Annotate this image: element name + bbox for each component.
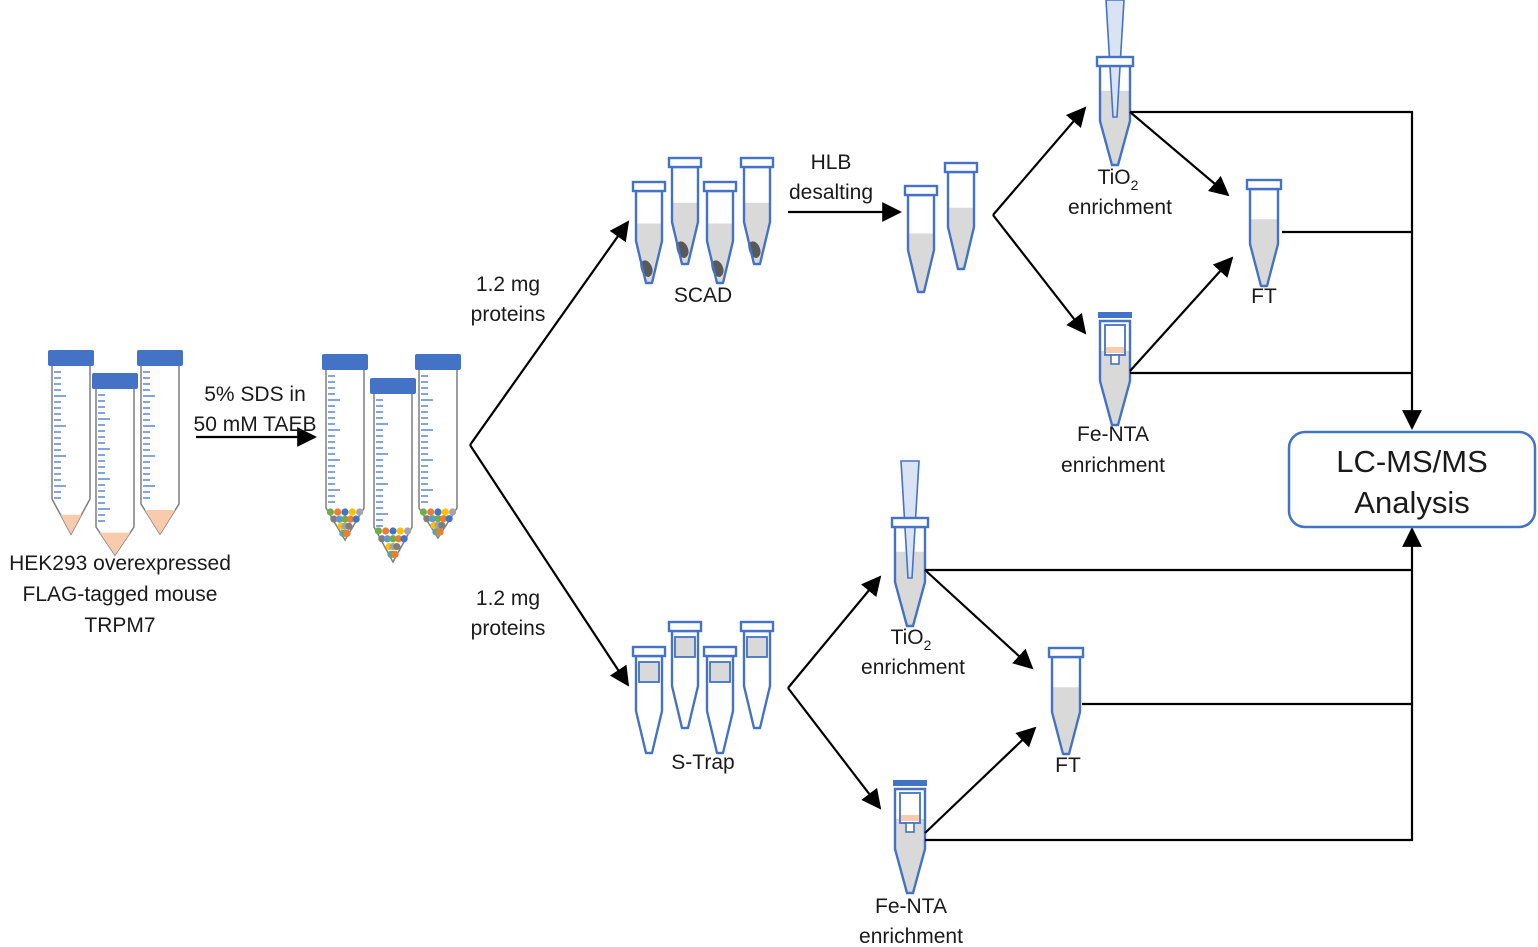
tio2-prefix: TiO: [891, 626, 924, 649]
spin-column-icon: [702, 645, 738, 755]
eppendorf-tube-icon: [631, 180, 667, 285]
strap-tubes: [631, 620, 775, 755]
tio2-tube-bottom: [890, 460, 930, 628]
ft-bottom-label: FT: [1055, 754, 1081, 777]
fenta-bottom-enrichment: enrichment: [859, 925, 963, 947]
eppendorf-tube-icon: [903, 184, 939, 294]
bottom-amount-line2: proteins: [471, 617, 546, 640]
falcon-tubes-lysate: [322, 354, 461, 564]
strap-label: S-Trap: [671, 751, 734, 774]
tio2-top-label: TiO2: [1098, 166, 1139, 193]
arrow-icon: [469, 220, 630, 446]
flow-arrows: [196, 106, 1422, 842]
analysis-title: LC-MS/MS: [1336, 444, 1488, 479]
fenta-top-label: Fe-NTA: [1077, 423, 1149, 446]
desalting-label-line2: desalting: [789, 181, 873, 204]
fenta-bottom-label: Fe-NTA: [875, 895, 947, 918]
source-label-line2: FLAG-tagged mouse: [23, 583, 218, 606]
eppendorf-tube-icon: [702, 180, 738, 285]
tio2-bottom-enrichment: enrichment: [861, 656, 965, 679]
eppendorf-tube-icon: [667, 156, 703, 266]
desalted-tubes: [903, 161, 979, 294]
bottom-amount-line1: 1.2 mg: [476, 587, 540, 610]
falcon-tube-icon: [322, 354, 368, 542]
arrow-icon: [925, 527, 1422, 842]
eppendorf-tube-icon: [943, 161, 979, 271]
tio2-top-enrichment: enrichment: [1068, 196, 1172, 219]
arrow-icon: [1129, 256, 1234, 372]
arrow-icon: [787, 575, 882, 689]
falcon-tube-icon: [92, 373, 138, 557]
arrow-icon: [1130, 110, 1422, 430]
tio2-prefix: TiO: [1098, 166, 1131, 189]
tio2-subscript: 2: [1131, 177, 1139, 193]
spin-column-icon: [667, 620, 703, 730]
arrow-icon: [787, 687, 882, 810]
falcon-tube-icon: [48, 350, 94, 536]
scad-tubes: [631, 156, 775, 285]
spin-column-icon: [739, 620, 775, 730]
source-falcon-tubes: [48, 350, 183, 557]
analysis-subtitle: Analysis: [1354, 485, 1469, 520]
arrow-icon: [992, 214, 1087, 335]
arrow-icon: [1129, 111, 1230, 197]
tio2-tube-top: [1095, 0, 1135, 167]
scad-label: SCAD: [674, 284, 732, 307]
arrow-icon: [469, 444, 630, 687]
arrow-icon: [992, 106, 1087, 216]
ft-top-label: FT: [1251, 285, 1277, 308]
falcon-tube-icon: [370, 378, 416, 564]
fenta-tube-top: [1098, 312, 1132, 427]
falcon-tube-icon: [415, 354, 461, 540]
top-amount-line1: 1.2 mg: [476, 273, 540, 296]
falcon-tube-icon: [137, 350, 183, 536]
fenta-top-enrichment: enrichment: [1061, 454, 1165, 477]
arrow-icon: [924, 726, 1037, 834]
source-label-line1: HEK293 overexpressed: [9, 552, 231, 575]
eppendorf-tube-icon: [739, 156, 775, 266]
spin-column-icon: [631, 645, 667, 755]
top-amount-line2: proteins: [471, 303, 546, 326]
tio2-bottom-label: TiO2: [891, 626, 932, 653]
analysis-box: [1287, 430, 1537, 529]
desalting-label-line1: HLB: [811, 151, 852, 174]
arrow-icon: [924, 569, 1034, 670]
fenta-tube-bottom: [893, 780, 927, 895]
lysis-label-line1: 5% SDS in: [204, 383, 306, 406]
lysis-label-line2: 50 mM TAEB: [194, 413, 317, 436]
source-label-line3: TRPM7: [84, 614, 155, 637]
ft-tube-bottom: [1047, 646, 1085, 756]
tio2-subscript: 2: [924, 637, 932, 653]
ft-tube-top: [1245, 178, 1283, 288]
